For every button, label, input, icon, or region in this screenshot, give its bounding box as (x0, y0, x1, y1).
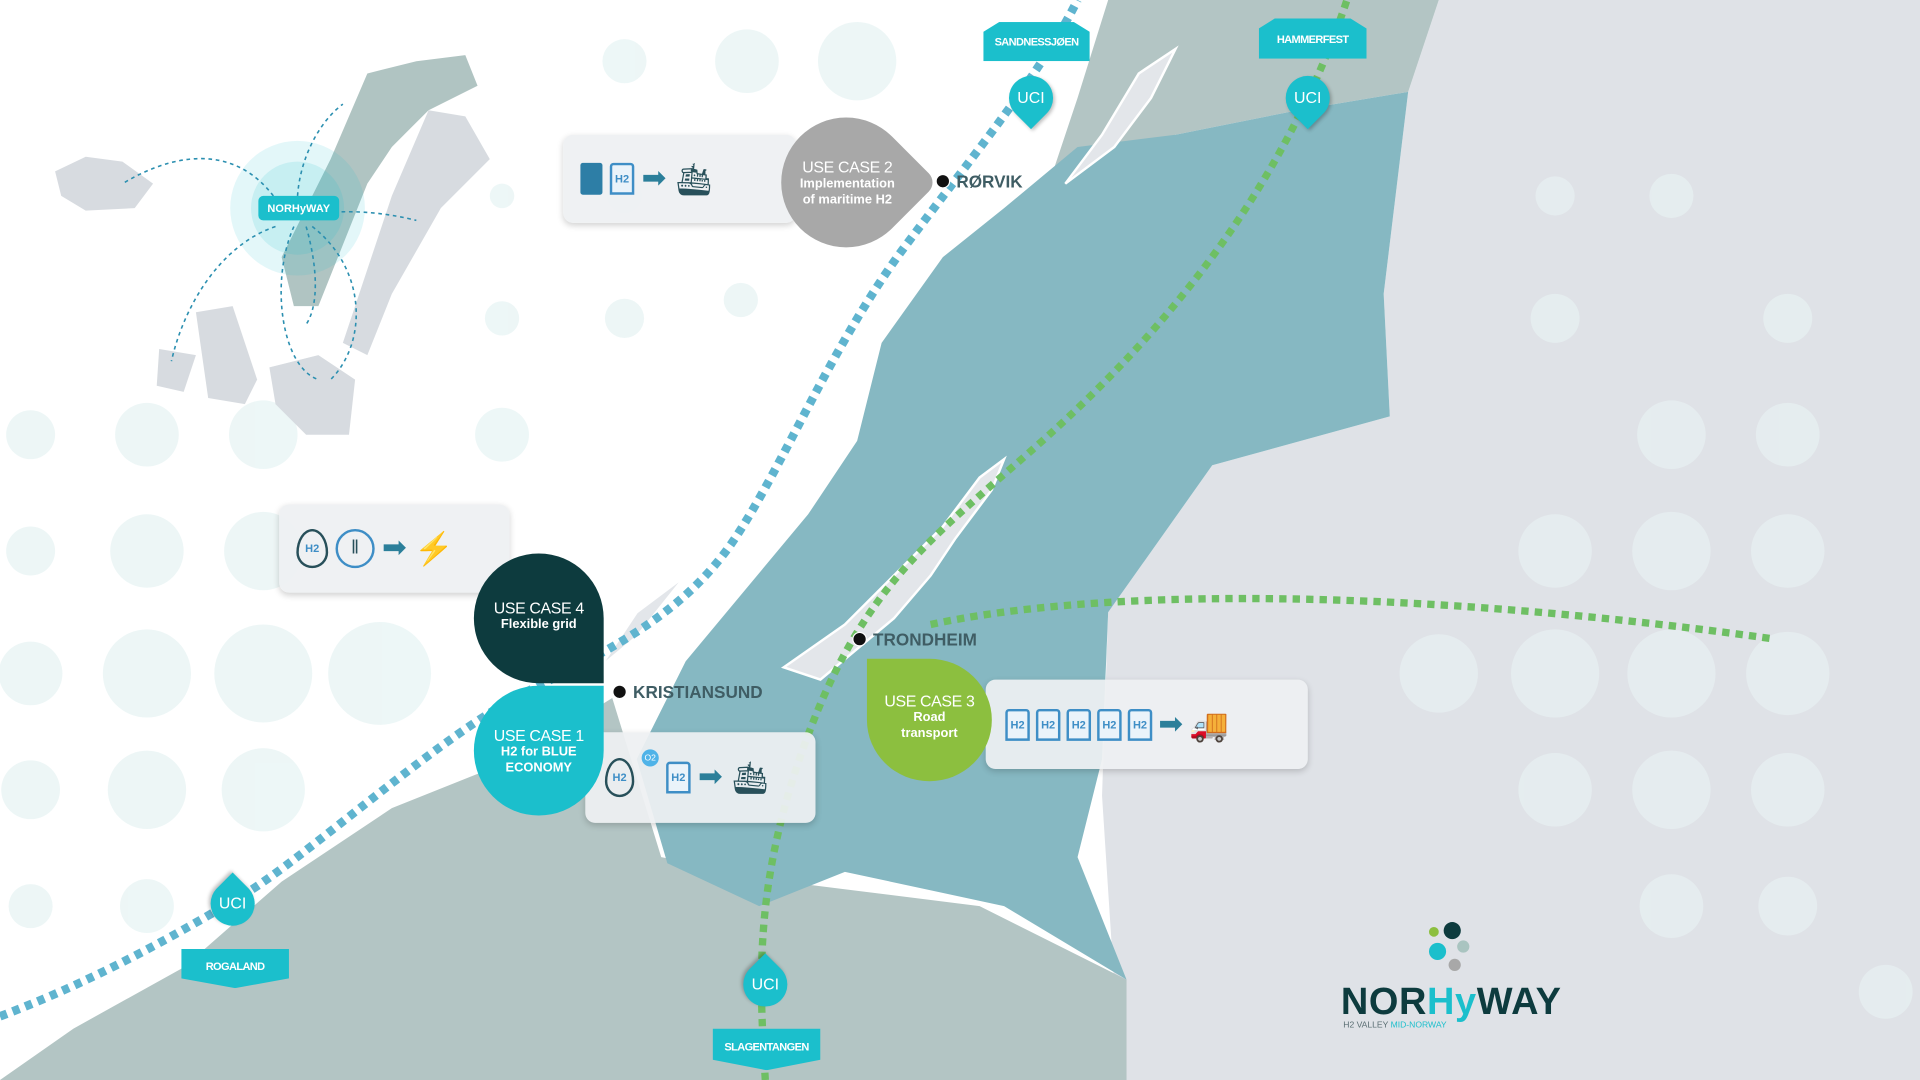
site-banner-hammerfest: HAMMERFEST (1258, 18, 1367, 59)
arrow-right-icon: ➡ (697, 760, 723, 794)
use-case-1-label: USE CASE 1 H2 for BLUE ECONOMY (474, 720, 604, 781)
logo-dot-teal (1428, 942, 1447, 961)
h2-drop-icon: H2 (604, 757, 635, 798)
inset-europe-map (55, 55, 490, 435)
uci-pin-label: UCI (218, 893, 247, 913)
logo-tagline-a: H2 VALLEY (1343, 1021, 1391, 1030)
h2-drop-icon: H2 (296, 528, 329, 569)
use-case-3-icons-panel: H2 H2 H2 H2 H2 ➡ 🚚 (985, 679, 1308, 769)
use-case-4-icons-panel: H2 ‖ ➡ ⚡ (279, 504, 510, 593)
logo-nor: NOR (1340, 979, 1428, 1023)
uci-pin-label: UCI (1017, 88, 1045, 107)
use-case-1-subtitle-1: H2 for BLUE (500, 743, 577, 759)
logo-tagline: H2 VALLEY MID-NORWAY (1343, 1021, 1446, 1030)
region-trondelag (636, 91, 1409, 980)
uci-pin-label: UCI (1294, 88, 1322, 107)
region-sweden (1102, 0, 1920, 1080)
uci-pin-slagentangen[interactable]: UCI (734, 953, 797, 1016)
use-case-2-title: USE CASE 2 (802, 157, 893, 176)
h2-pump-icon: H2 (1005, 708, 1030, 741)
logo-dot-dark (1443, 922, 1461, 940)
electrolyser-icon (580, 162, 603, 195)
uci-pin-hammerfest[interactable]: UCI (1276, 66, 1339, 130)
arrow-right-icon: ➡ (382, 531, 407, 565)
use-case-3-title: USE CASE 3 (884, 691, 975, 710)
uci-pin-sandnessjoen[interactable]: UCI (999, 66, 1063, 130)
logo-dot-gray (1448, 958, 1461, 972)
truck-icon: 🚚 (1189, 705, 1229, 743)
arrow-right-icon: ➡ (641, 161, 667, 195)
city-dot (935, 173, 951, 189)
use-case-2-label: USE CASE 2 Implementation of maritime H2 (784, 135, 911, 231)
city-dot (852, 631, 867, 647)
ship-icon: 🛳 (729, 759, 771, 796)
city-trondheim-label: TRONDHEIM (873, 629, 977, 649)
city-kristiansund: KRISTIANSUND (612, 682, 763, 702)
use-case-4-subtitle: Flexible grid (500, 617, 577, 632)
arrow-right-icon: ➡ (1158, 707, 1183, 741)
logo-hy: Hy (1427, 979, 1477, 1023)
h2-pump-icon: H2 (609, 162, 635, 195)
o2-bubble-icon: O2 (641, 749, 659, 767)
city-dot (612, 684, 627, 700)
use-case-4-label: USE CASE 4 Flexible grid (474, 585, 604, 646)
use-case-3-subtitle-2: transport (901, 725, 958, 741)
logo-dot-sage (1457, 940, 1470, 953)
inset-norhyway-tag: NORHyWAY (258, 195, 340, 221)
electrolyser-icon: ‖ (335, 528, 375, 569)
use-case-3-bubble[interactable] (866, 658, 992, 782)
site-banner-rogaland: ROGALAND (181, 948, 289, 989)
city-kristiansund-label: KRISTIANSUND (633, 682, 763, 702)
h2-pump-icon: H2 (1097, 708, 1122, 741)
uci-pin-label: UCI (751, 974, 780, 994)
use-case-1-subtitle-2: ECONOMY (505, 759, 572, 775)
city-rorvik-label: RØRVIK (956, 171, 1023, 192)
use-case-4-bubble[interactable] (473, 553, 604, 684)
use-case-3-label: USE CASE 3 Road transport (867, 686, 992, 747)
use-case-2-icons-panel: H2 ➡ 🛳 (563, 134, 796, 223)
use-case-2-subtitle-1: Implementation (799, 175, 895, 191)
use-case-4-title: USE CASE 4 (493, 598, 584, 618)
h2-pump-icon: H2 (1127, 708, 1153, 741)
h2-pump-icon: H2 (1066, 708, 1092, 741)
h2-pump-icon: H2 (666, 761, 691, 794)
ship-icon: 🛳 (673, 160, 715, 198)
use-case-1-bubble[interactable] (473, 685, 604, 816)
h2-pump-icon: H2 (1035, 708, 1061, 741)
use-case-3-subtitle-1: Road (913, 709, 946, 725)
use-case-2-subtitle-2: of maritime H2 (802, 191, 893, 207)
site-banner-sandnessjoen: SANDNESSJØEN (983, 22, 1090, 62)
uci-pin-rogaland[interactable]: UCI (201, 872, 264, 935)
power-pylon-icon: ⚡ (414, 530, 454, 567)
logo-tagline-b: MID-NORWAY (1390, 1021, 1447, 1030)
route-green-north (757, 0, 1351, 1080)
logo-wordmark: NORHyWAY (1341, 980, 1562, 1024)
city-rorvik: RØRVIK (935, 171, 1023, 192)
region-south-norway (0, 697, 1127, 1080)
logo-dot-green (1428, 926, 1439, 937)
norhyway-logo: NORHyWAY H2 VALLEY MID-NORWAY (1341, 918, 1574, 1034)
city-trondheim: TRONDHEIM (852, 629, 977, 649)
use-case-1-icons-panel: H2 O2 H2 ➡ 🛳 (585, 732, 816, 823)
decor-dots (0, 22, 897, 934)
logo-way: WAY (1476, 979, 1562, 1023)
route-green-east (929, 594, 1777, 643)
use-case-1-title: USE CASE 1 (493, 725, 584, 744)
